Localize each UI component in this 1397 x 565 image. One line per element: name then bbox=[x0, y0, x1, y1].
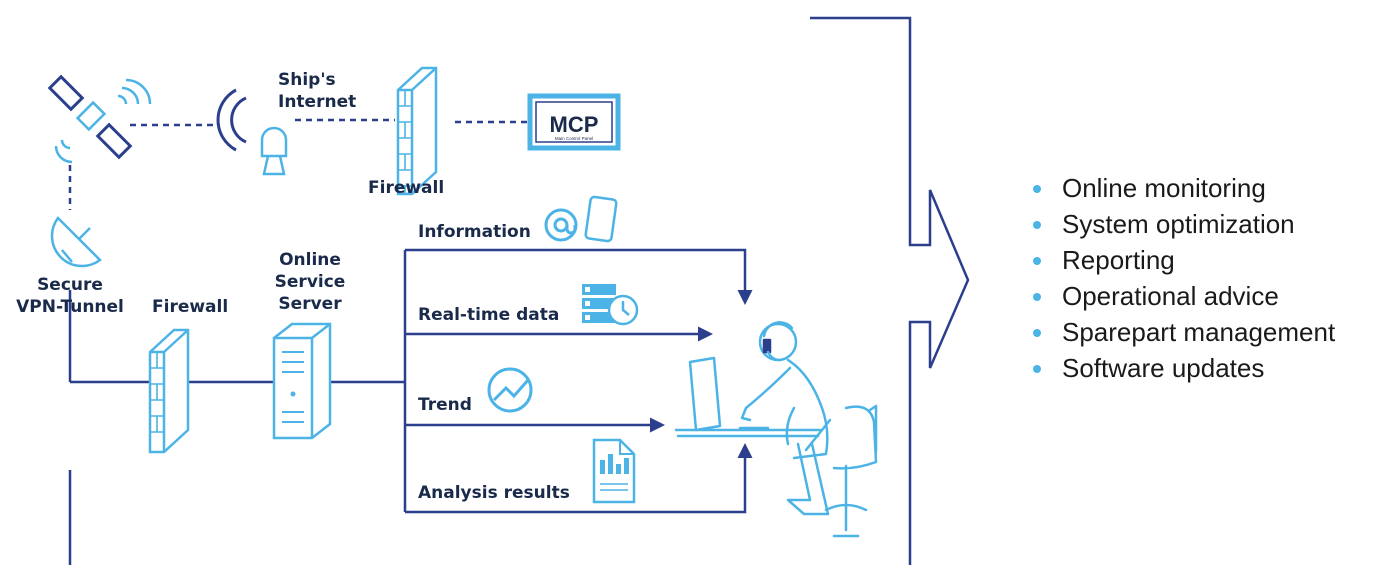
server-label-3: Server bbox=[278, 294, 342, 314]
at-sign-icon bbox=[544, 208, 578, 242]
feature-label: Sparepart management bbox=[1062, 317, 1336, 347]
bullet-dot-icon bbox=[1033, 221, 1041, 229]
feature-item: Sparepart management bbox=[1030, 314, 1335, 350]
database-clock-icon bbox=[582, 284, 639, 326]
server-icon bbox=[272, 322, 332, 440]
feature-label: Online monitoring bbox=[1062, 173, 1266, 203]
feature-item: Operational advice bbox=[1030, 278, 1335, 314]
bullet-dot-icon bbox=[1033, 329, 1041, 337]
trend-icon bbox=[487, 367, 533, 413]
mcp-panel bbox=[527, 93, 621, 151]
bullet-dot-icon bbox=[1033, 293, 1041, 301]
satellite-dish-icon bbox=[50, 216, 102, 268]
feature-item: Online monitoring bbox=[1030, 170, 1335, 206]
feature-item: Software updates bbox=[1030, 350, 1335, 386]
information-arrow bbox=[405, 248, 753, 305]
bullet-dot-icon bbox=[1033, 185, 1041, 193]
ships-internet-label-1: Ship's bbox=[278, 70, 336, 90]
trend-label: Trend bbox=[418, 395, 472, 415]
feature-label: Reporting bbox=[1062, 245, 1175, 275]
tablet-icon bbox=[584, 195, 618, 243]
feature-list: Online monitoring System optimization Re… bbox=[1030, 170, 1335, 386]
firewall-top-icon bbox=[396, 66, 438, 196]
bullet-dot-icon bbox=[1033, 257, 1041, 265]
mcp-label: MCP bbox=[550, 112, 599, 137]
server-label-2: Service bbox=[275, 272, 346, 292]
operator-at-desk-icon bbox=[674, 321, 878, 538]
mcp-sublabel: Main Control Panel bbox=[555, 136, 593, 141]
information-label: Information bbox=[418, 222, 531, 242]
vpn-tunnel-label: VPN-Tunnel bbox=[16, 297, 124, 317]
realtime-label: Real-time data bbox=[418, 305, 559, 325]
ships-internet-label-2: Internet bbox=[278, 92, 356, 112]
bracket-arrow-shape bbox=[810, 16, 970, 565]
analysis-label: Analysis results bbox=[418, 483, 570, 503]
feature-item: Reporting bbox=[1030, 242, 1335, 278]
feature-item: System optimization bbox=[1030, 206, 1335, 242]
satellite-icon bbox=[47, 74, 152, 164]
firewall-bottom-label: Firewall bbox=[152, 297, 228, 317]
server-label-1: Online bbox=[279, 250, 341, 270]
feature-label: Operational advice bbox=[1062, 281, 1279, 311]
feature-label: System optimization bbox=[1062, 209, 1295, 239]
feature-label: Software updates bbox=[1062, 353, 1265, 383]
secure-label: Secure bbox=[37, 275, 103, 295]
analysis-arrow bbox=[405, 443, 753, 514]
ship-antenna-icon bbox=[216, 88, 288, 176]
firewall-bottom-icon bbox=[148, 328, 190, 454]
bullet-dot-icon bbox=[1033, 365, 1041, 373]
firewall-top-label: Firewall bbox=[368, 178, 444, 198]
document-chart-icon bbox=[592, 438, 636, 504]
